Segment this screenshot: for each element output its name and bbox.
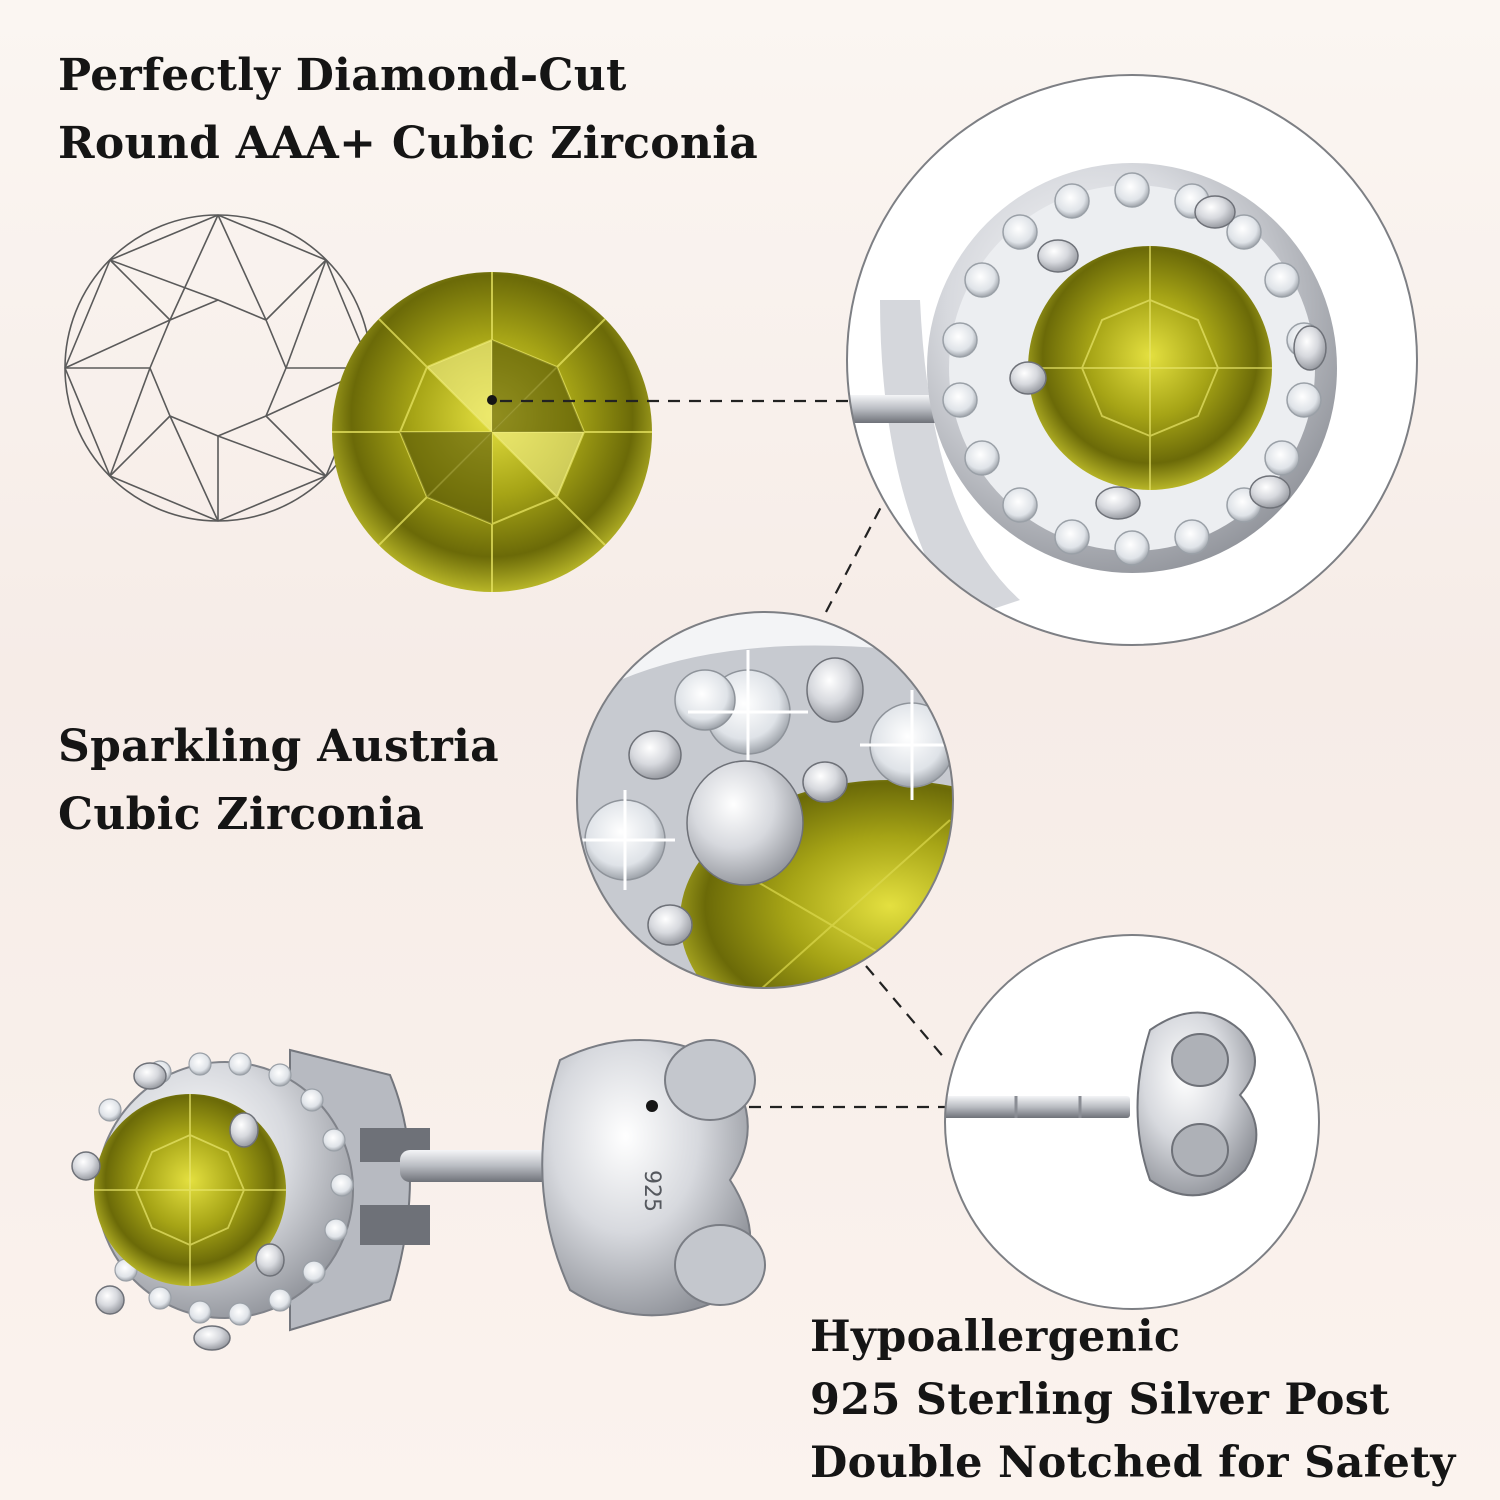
- sterling-stamp: 925: [639, 1170, 664, 1212]
- caption-diamond-cut: Perfectly Diamond-Cut Round AAA+ Cubic Z…: [58, 42, 758, 178]
- zoom-circle-setting: [846, 74, 1418, 646]
- caption-line: Round AAA+ Cubic Zirconia: [58, 118, 759, 170]
- butterfly-back: [541, 1039, 766, 1317]
- sparkle-prongs: [628, 657, 864, 946]
- sparkle-glints: [577, 650, 953, 890]
- caption-sparkling: Sparkling Austria Cubic Zirconia: [58, 713, 499, 849]
- side-prongs: [71, 1062, 285, 1351]
- setting-prongs: [1009, 195, 1327, 520]
- earring-side-view: 925: [71, 1039, 766, 1351]
- cut-diagram: [64, 214, 372, 522]
- caption-line: Cubic Zirconia: [58, 789, 425, 841]
- caption-line: Double Notched for Safety: [810, 1438, 1456, 1489]
- zoom-circle-post: [944, 934, 1320, 1310]
- butterfly-back-zoom: [1136, 1011, 1258, 1197]
- caption-line: Sparkling Austria: [58, 721, 499, 772]
- caption-hypoallergenic: Hypoallergenic 925 Sterling Silver Post …: [810, 1306, 1456, 1496]
- caption-line: Hypoallergenic: [810, 1312, 1181, 1362]
- caption-line: 925 Sterling Silver Post: [810, 1375, 1390, 1426]
- loose-gemstone: [332, 272, 652, 592]
- caption-line: Perfectly Diamond-Cut: [58, 50, 627, 101]
